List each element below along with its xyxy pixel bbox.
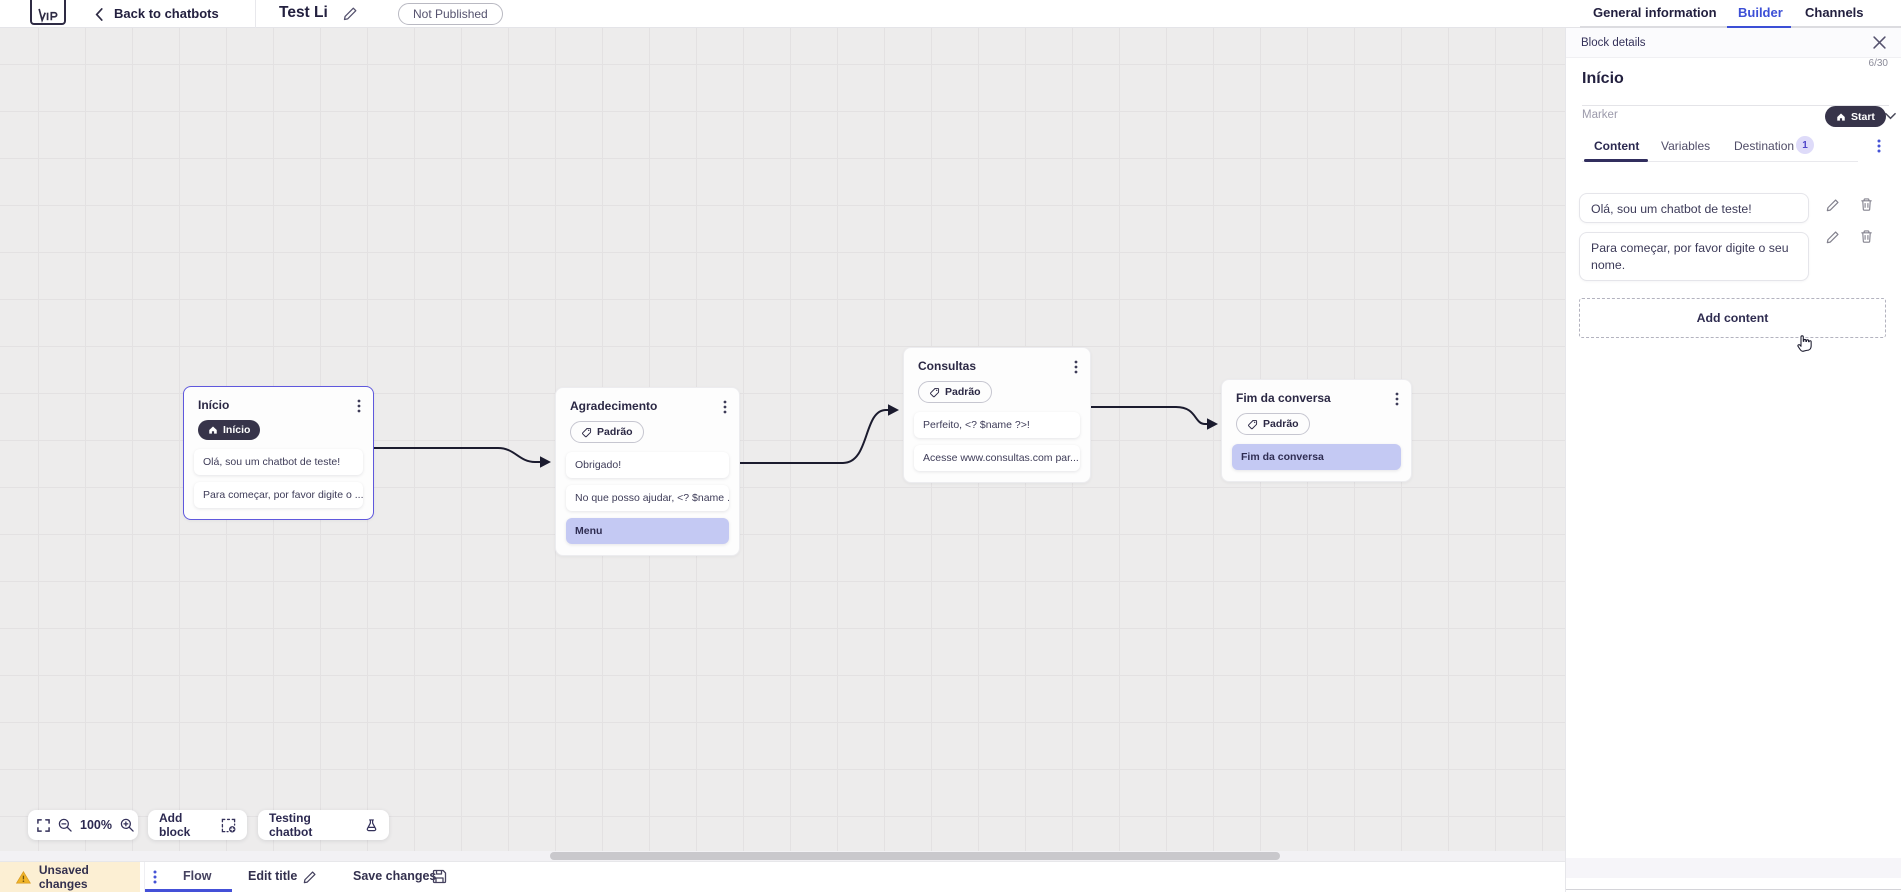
node-menu-icon[interactable] [1395,391,1399,406]
char-counter: 6/30 [1868,58,1888,69]
zoom-level: 100% [80,818,112,832]
tab-channels[interactable]: Channels [1805,5,1864,20]
panel-tab-content[interactable]: Content [1594,139,1640,153]
tab-general-information[interactable]: General information [1593,5,1717,20]
node-title: Fim da conversa [1236,391,1331,405]
node-default-badge: Padrão [918,381,992,403]
testing-chatbot-button[interactable]: Testing chatbot [258,810,389,840]
node-content-item[interactable]: No que posso ajudar, <? $name ... [566,485,729,511]
node-start-badge: Início [198,420,261,440]
block-details-panel: Block details Início 6/30 Marker Start C… [1565,28,1901,892]
panel-footer [1566,858,1901,878]
flow-canvas[interactable]: Início Início Olá, sou um chatbot de tes… [0,28,1565,861]
panel-bottom-divider [1566,889,1901,890]
edit-title-pencil-icon[interactable] [342,6,358,22]
block-name-underline [1582,105,1889,106]
save-changes-button[interactable]: Save changes [353,869,437,883]
add-block-label: Add block [159,811,191,839]
panel-header: Block details [1566,28,1901,58]
flask-icon [365,818,378,832]
tab-flow[interactable]: Flow [183,869,212,883]
tag-icon [1248,419,1258,429]
fit-view-icon[interactable] [37,818,50,832]
destination-count-badge: 1 [1796,136,1814,154]
flow-node-inicio[interactable]: Início Início Olá, sou um chatbot de tes… [183,386,374,520]
content-message-card[interactable]: Para começar, por favor digite o seu nom… [1579,232,1809,282]
zoom-out-icon[interactable] [58,818,72,832]
canvas-horizontal-scrollbar-thumb[interactable] [550,852,1280,860]
flow-node-agradecimento[interactable]: Agradecimento Padrão Obrigado! No que po… [555,387,740,556]
warning-icon [16,870,31,883]
add-block-button[interactable]: Add block [148,810,247,840]
flow-node-consultas[interactable]: Consultas Padrão Perfeito, <? $name ?>! … [903,347,1091,483]
zoom-in-icon[interactable] [120,818,134,832]
home-icon [1837,113,1845,121]
node-menu-icon[interactable] [357,398,361,413]
node-title: Consultas [918,359,977,373]
delete-content-trash-icon[interactable] [1859,229,1874,244]
flow-tab-menu-icon[interactable] [153,870,157,884]
node-content-item-selected[interactable]: Fim da conversa [1232,444,1401,470]
pencil-icon[interactable] [302,870,317,885]
add-content-button[interactable]: Add content [1579,298,1886,338]
edit-content-pencil-icon[interactable] [1825,198,1840,213]
testing-chatbot-label: Testing chatbot [269,811,313,839]
chatbot-title: Test Li [279,4,328,21]
status-badge: Not Published [398,3,503,25]
node-content-item[interactable]: Para começar, por favor digite o ... [194,482,363,508]
topbar-divider [255,0,256,28]
panel-tab-variables[interactable]: Variables [1661,139,1711,153]
edit-content-pencil-icon[interactable] [1825,230,1840,245]
flow-node-fim-da-conversa[interactable]: Fim da conversa Padrão Fim da conversa [1221,379,1412,482]
delete-content-trash-icon[interactable] [1859,197,1874,212]
node-default-badge: Padrão [570,421,644,443]
tab-builder[interactable]: Builder [1738,5,1783,20]
top-bar: Back to chatbots Test Li Not Published G… [0,0,1901,28]
node-menu-icon[interactable] [723,399,727,414]
panel-menu-icon[interactable] [1877,139,1881,153]
home-icon [209,426,217,434]
app-logo-icon[interactable] [30,0,66,25]
edit-title-button[interactable]: Edit title [248,869,298,883]
chevron-down-icon[interactable] [1885,112,1896,120]
node-content-item[interactable]: Olá, sou um chatbot de teste! [194,449,363,475]
panel-header-title: Block details [1581,36,1646,49]
bottombar-divider [144,862,145,892]
node-content-item[interactable]: Obrigado! [566,452,729,478]
close-icon[interactable] [1873,36,1886,49]
builder-tab-underline [1727,26,1791,28]
back-chevron-icon[interactable] [95,8,103,21]
flow-connections [373,404,1218,468]
bottom-bar: Unsaved changes Flow Edit title Save cha… [0,861,1565,892]
flow-tab-underline [145,889,232,892]
node-menu-icon[interactable] [1074,359,1078,374]
node-title: Agradecimento [570,399,658,413]
save-icon[interactable] [432,869,447,884]
add-block-icon [221,818,236,833]
marker-label: Marker [1582,109,1618,121]
node-default-badge: Padrão [1236,413,1310,435]
node-content-item[interactable]: Acesse www.consultas.com par... [914,445,1080,471]
marker-start-pill[interactable]: Start [1825,106,1886,127]
unsaved-changes-banner: Unsaved changes [0,862,140,892]
content-tab-underline [1584,159,1648,162]
node-content-item[interactable]: Perfeito, <? $name ?>! [914,412,1080,438]
panel-tabs-divider [1582,161,1858,162]
tag-icon [582,427,592,437]
panel-tab-destination[interactable]: Destination [1734,139,1795,153]
back-to-chatbots-link[interactable]: Back to chatbots [114,6,219,21]
node-title: Início [198,398,230,412]
zoom-controls: 100% [28,810,138,840]
block-name-input[interactable]: Início [1582,70,1624,87]
content-message-card[interactable]: Olá, sou um chatbot de teste! [1579,193,1809,223]
unsaved-changes-label: Unsaved changes [38,863,89,891]
node-content-item-selected[interactable]: Menu [566,518,729,544]
tag-icon [930,387,940,397]
